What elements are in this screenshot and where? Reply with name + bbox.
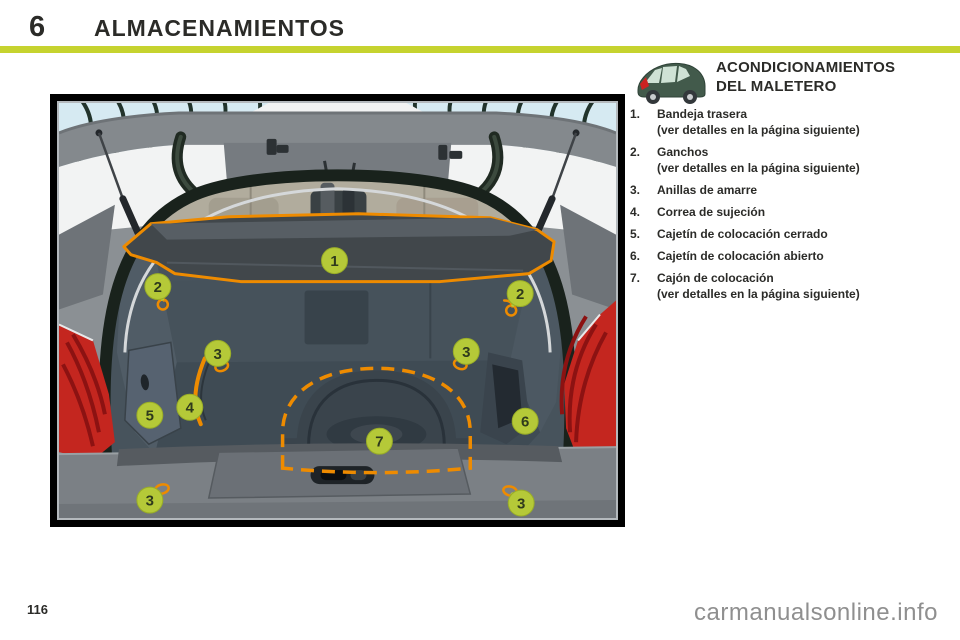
section-title-line1: ACONDICIONAMIENTOS — [716, 59, 896, 76]
callout-1: 1 — [321, 247, 348, 275]
callout-2-left: 2 — [144, 273, 172, 302]
latch-right — [438, 144, 463, 160]
strut-right — [533, 129, 580, 237]
storage-drawer-outline — [280, 366, 473, 475]
callout-5: 5 — [136, 401, 164, 429]
rubber-seal — [98, 169, 577, 455]
page-number: 116 — [27, 602, 48, 617]
trunk-figure: 1 2 2 3 3 3 3 4 5 6 7 — [50, 94, 625, 527]
callout-6: 6 — [511, 407, 539, 435]
list-item: 7. Cajón de colocación(ver detalles en l… — [630, 271, 860, 301]
svg-text:7: 7 — [375, 434, 383, 451]
callout-3-bottom-right: 3 — [507, 489, 535, 517]
trunk-illustration: 1 2 2 3 3 3 3 4 5 6 7 — [59, 103, 616, 518]
list-item: 3. Anillas de amarre — [630, 183, 758, 197]
pillar-left — [59, 204, 115, 310]
callout-2-right: 2 — [506, 280, 534, 308]
svg-text:3: 3 — [214, 346, 222, 363]
taillight-left — [59, 323, 115, 461]
list-item: 2. Ganchos(ver detalles en la página sig… — [630, 145, 860, 175]
retaining-strap — [193, 356, 207, 427]
svg-text:1: 1 — [330, 253, 338, 270]
svg-text:3: 3 — [462, 344, 470, 361]
list-item: 4. Correa de sujeción — [630, 205, 766, 219]
list-item: 6. Cajetín de colocación abierto — [630, 249, 824, 263]
svg-text:6: 6 — [521, 414, 529, 431]
car-rear-icon — [632, 56, 710, 109]
strut-left — [95, 129, 142, 237]
parcel-shelf — [122, 212, 556, 284]
seatback-wall — [156, 274, 527, 363]
svg-text:5: 5 — [146, 408, 154, 425]
accent-bar — [0, 46, 960, 53]
section-title-line2: DEL MALETERO — [716, 78, 837, 95]
storage-box-closed — [124, 341, 182, 446]
callout-3-left: 3 — [204, 339, 232, 367]
callout-3-bottom-left: 3 — [136, 486, 164, 514]
legend-list: 1. Bandeja trasera(ver detalles en la pá… — [630, 106, 956, 308]
list-item: 5. Cajetín de colocación cerrado — [630, 227, 828, 241]
floor-storage-tray — [284, 370, 469, 455]
svg-text:2: 2 — [516, 286, 524, 303]
callout-7: 7 — [365, 427, 393, 455]
chapter-number: 6 — [29, 11, 46, 43]
watermark: carmanualsonline.info — [694, 599, 938, 626]
svg-text:2: 2 — [154, 279, 162, 296]
svg-text:4: 4 — [186, 400, 195, 417]
section-title: ACONDICIONAMIENTOS DEL MALETERO — [716, 58, 895, 96]
icon-taillight — [640, 77, 649, 90]
callout-4: 4 — [176, 393, 204, 421]
svg-text:3: 3 — [146, 493, 154, 510]
pillar-right — [560, 204, 616, 310]
callout-3-right: 3 — [452, 337, 480, 365]
list-item: 1. Bandeja trasera(ver detalles en la pá… — [630, 107, 860, 137]
svg-text:3: 3 — [517, 496, 525, 513]
callouts: 1 2 2 3 3 3 3 4 5 6 7 — [136, 247, 539, 517]
latch-left — [266, 138, 289, 155]
page-title: ALMACENAMIENTOS — [94, 15, 345, 41]
taillight-right — [559, 300, 616, 481]
